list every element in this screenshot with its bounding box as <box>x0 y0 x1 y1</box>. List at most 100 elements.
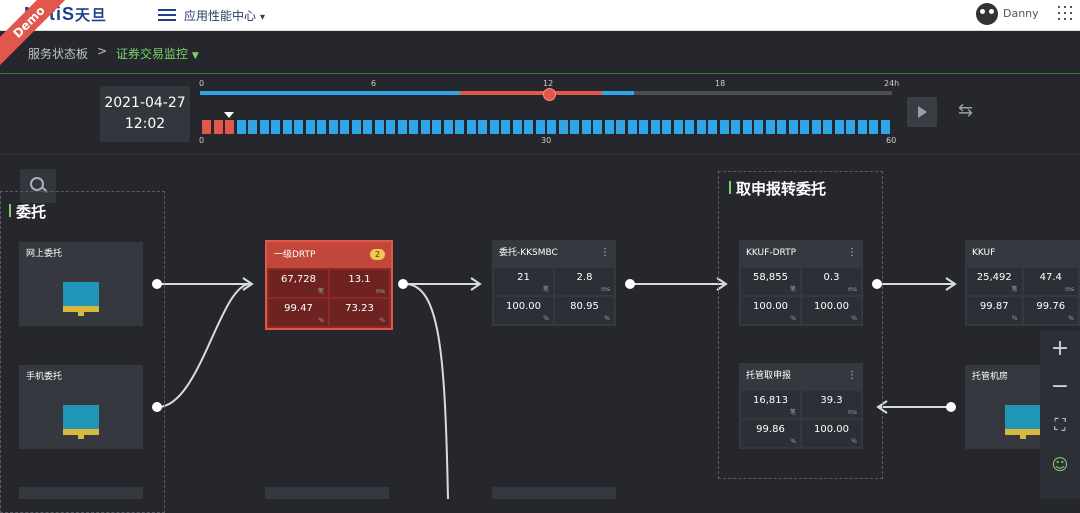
port-dot[interactable] <box>152 402 162 412</box>
user-name[interactable]: Danny <box>1003 7 1039 20</box>
minute-cell[interactable] <box>305 120 315 134</box>
service-node-partial[interactable] <box>265 487 389 499</box>
minute-cell[interactable] <box>616 120 625 134</box>
minute-cell[interactable] <box>742 120 752 134</box>
source-node-online[interactable]: 网上委托 <box>19 242 143 326</box>
minute-cell[interactable] <box>650 120 660 134</box>
minute-cell[interactable] <box>811 120 821 134</box>
hour-slider-handle[interactable] <box>542 88 556 101</box>
minute-cell[interactable] <box>558 120 568 134</box>
minute-cell[interactable] <box>397 120 407 134</box>
minute-cell[interactable] <box>834 120 844 134</box>
minute-cells[interactable] <box>202 120 892 134</box>
zoom-in-icon[interactable]: + <box>1050 336 1070 361</box>
minute-cell[interactable] <box>386 120 395 134</box>
datetime-display[interactable]: 2021-04-27 12:02 <box>100 86 190 142</box>
app-center-dropdown[interactable]: 应用性能中心▾ <box>184 9 266 23</box>
minute-cell[interactable] <box>777 120 786 134</box>
minute-cell[interactable] <box>363 120 372 134</box>
minute-cell[interactable] <box>478 120 487 134</box>
minute-cell[interactable] <box>282 120 292 134</box>
minute-cell[interactable] <box>765 120 775 134</box>
minute-cell[interactable] <box>581 120 591 134</box>
minute-cell[interactable] <box>524 120 533 134</box>
port-dot[interactable] <box>946 402 956 412</box>
minute-cell[interactable] <box>754 120 763 134</box>
hamburger-menu-icon[interactable] <box>158 6 176 22</box>
minute-cell[interactable] <box>662 120 671 134</box>
minute-cell[interactable] <box>236 120 246 134</box>
alert-count-badge[interactable]: 2 <box>370 249 385 260</box>
minute-cell[interactable] <box>351 120 361 134</box>
play-button[interactable] <box>907 97 937 127</box>
minute-cell[interactable] <box>547 120 556 134</box>
port-dot[interactable] <box>625 279 635 289</box>
minute-cell[interactable] <box>328 120 338 134</box>
minute-cell[interactable] <box>432 120 441 134</box>
more-options-icon[interactable]: ⋮ <box>600 247 610 258</box>
minute-cell[interactable] <box>846 120 855 134</box>
minute-cell[interactable] <box>880 120 890 134</box>
minute-cell[interactable] <box>857 120 867 134</box>
minute-cell[interactable] <box>443 120 453 134</box>
minute-cell[interactable] <box>604 120 614 134</box>
minute-cell[interactable] <box>409 120 418 134</box>
minute-cell[interactable] <box>731 120 740 134</box>
breadcrumb-item-securities-monitor[interactable]: 证券交易监控 ▼ <box>116 47 199 61</box>
minute-cell[interactable] <box>685 120 694 134</box>
port-dot[interactable] <box>872 279 882 289</box>
minute-cell[interactable] <box>271 120 280 134</box>
minute-cell[interactable] <box>788 120 798 134</box>
minute-cell[interactable] <box>673 120 683 134</box>
minute-cell[interactable] <box>489 120 499 134</box>
minute-cell[interactable] <box>294 120 303 134</box>
minute-cell[interactable] <box>455 120 464 134</box>
minute-cell[interactable] <box>420 120 430 134</box>
source-node-mobile[interactable]: 手机委托 <box>19 365 143 449</box>
user-avatar[interactable] <box>976 3 998 25</box>
service-node-partial[interactable] <box>492 487 616 499</box>
minute-cell[interactable] <box>708 120 717 134</box>
minute-cell[interactable] <box>800 120 809 134</box>
minute-cell[interactable] <box>374 120 384 134</box>
minute-cell[interactable] <box>639 120 648 134</box>
more-options-icon[interactable]: ⋮ <box>847 370 857 381</box>
minute-cell[interactable] <box>593 120 602 134</box>
minute-cell[interactable] <box>501 120 510 134</box>
minute-cell[interactable] <box>259 120 269 134</box>
swap-icon[interactable]: ⇆ <box>958 100 974 121</box>
minute-cell[interactable] <box>213 120 223 134</box>
breadcrumb-item-dashboard[interactable]: 服务状态板 <box>28 47 89 61</box>
minute-cell[interactable] <box>570 120 579 134</box>
more-options-icon[interactable]: ⋮ <box>847 247 857 258</box>
chat-icon[interactable]: ☺ <box>1051 455 1069 474</box>
source-node-custody[interactable]: 托管机房 <box>965 365 1041 449</box>
minute-cell[interactable] <box>202 120 211 134</box>
minute-cell[interactable] <box>869 120 878 134</box>
fullscreen-icon[interactable]: ⛶ <box>1054 415 1066 434</box>
minute-cell[interactable] <box>225 120 234 134</box>
minute-cell[interactable] <box>512 120 522 134</box>
port-dot[interactable] <box>398 279 408 289</box>
hour-tick: 18 <box>715 79 726 88</box>
apps-grid-icon[interactable] <box>1058 6 1074 22</box>
zoom-out-icon[interactable]: − <box>1050 374 1070 399</box>
minute-cell[interactable] <box>719 120 729 134</box>
minute-cell[interactable] <box>248 120 257 134</box>
search-button[interactable] <box>20 169 56 203</box>
port-dot[interactable] <box>152 279 162 289</box>
minute-cell[interactable] <box>340 120 349 134</box>
minute-cell[interactable] <box>317 120 326 134</box>
minute-cell[interactable] <box>466 120 476 134</box>
source-node-partial[interactable] <box>19 487 143 499</box>
minute-cell[interactable] <box>627 120 637 134</box>
minute-cell[interactable] <box>823 120 832 134</box>
minute-cell[interactable] <box>696 120 706 134</box>
minute-cell[interactable] <box>535 120 545 134</box>
